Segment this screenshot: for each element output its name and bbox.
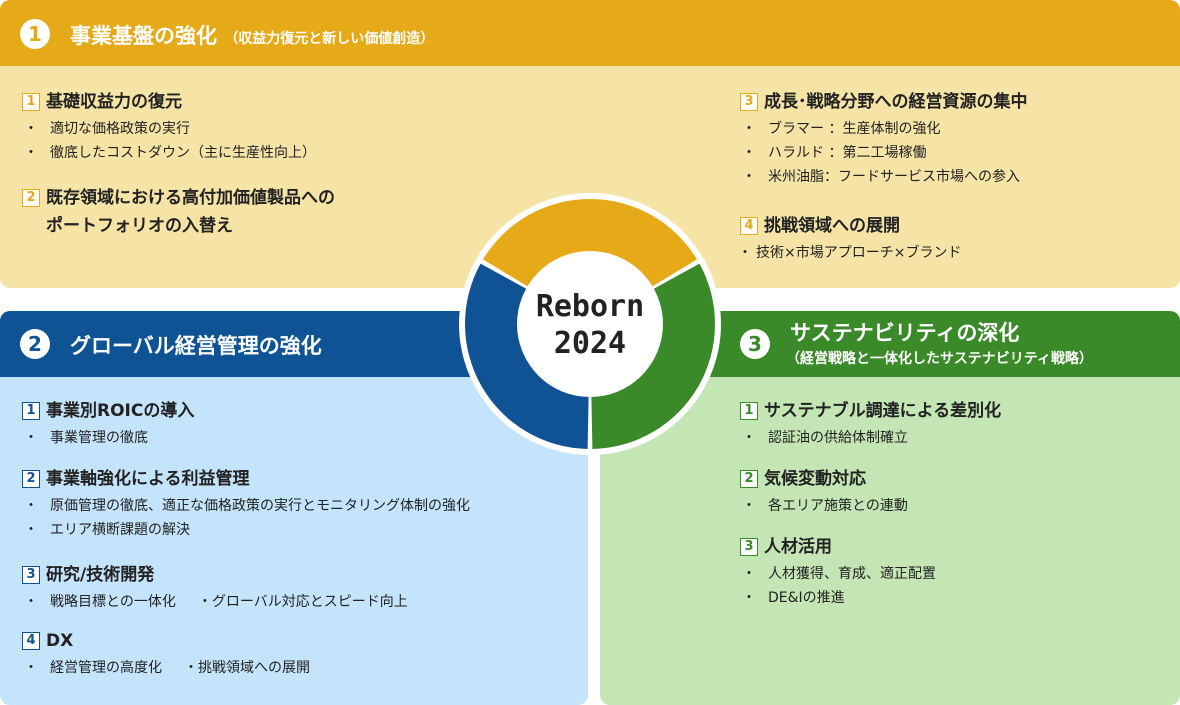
- item-title: 挑戦領域への展開: [764, 216, 900, 236]
- section2-item2: 2 事業軸強化による利益管理 原価管理の徹底、適正な価格政策の実行とモニタリング体…: [22, 467, 470, 552]
- section2-item3: 3 研究/技術開発 戦略目標との一体化 ・グローバル対応とスピード向上: [22, 563, 408, 624]
- bullet-text: 戦略目標との一体化: [50, 594, 176, 610]
- center-text-line1: Reborn: [536, 289, 644, 324]
- item-title: 人材活用: [764, 537, 832, 557]
- bullet-item: 技術×市場アプローチ×ブランド: [738, 241, 961, 265]
- section1-title-text: 事業基盤の強化: [70, 24, 217, 48]
- bullet-text: ・挑戦領域への展開: [184, 660, 310, 676]
- item-title: DX: [46, 631, 74, 651]
- bullet-item: 人材獲得、育成、適正配置: [740, 562, 936, 586]
- item-number-badge: 4: [740, 217, 758, 235]
- section3-number-badge: 3: [740, 329, 770, 359]
- section1-subtitle: （収益力復元と新しい価値創造）: [224, 31, 435, 47]
- item-title: 基礎収益力の復元: [46, 92, 182, 112]
- bullet-item: 各エリア施策との連動: [740, 494, 908, 518]
- section1-item4: 4 挑戦領域への展開 技術×市場アプローチ×ブランド: [738, 214, 961, 275]
- item-title: 既存領域における高付加価値製品への: [46, 188, 335, 208]
- bullet-item: 認証油の供給体制確立: [740, 426, 1001, 450]
- section3-title: サステナビリティの深化: [790, 321, 1020, 345]
- item-title: 事業軸強化による利益管理: [46, 469, 250, 489]
- reborn-ring-diagram: Reborn 2024: [459, 193, 721, 455]
- section1-number-badge: 1: [20, 19, 50, 49]
- bullet-item: ハラルド ：第二工場稼働: [740, 141, 1028, 165]
- item-title-line2: ポートフォリオの入替え: [46, 216, 233, 236]
- section2-title: グローバル経営管理の強化: [70, 334, 322, 358]
- bullet-item: 米州油脂：フードサービス市場への参入: [740, 165, 1028, 189]
- item-number-badge: 3: [22, 566, 40, 584]
- item-number-badge: 3: [740, 538, 758, 556]
- section3-item2: 2 気候変動対応 各エリア施策との連動: [740, 467, 908, 528]
- section2-item4: 4 DX 経営管理の高度化 ・挑戦領域への展開: [22, 629, 310, 690]
- bullet-item: 戦略目標との一体化 ・グローバル対応とスピード向上: [22, 590, 408, 614]
- item-number-badge: 1: [22, 93, 40, 111]
- bullet-item: ブラマー ：生産体制の強化: [740, 117, 1028, 141]
- item-number-badge: 1: [740, 402, 758, 420]
- item-number-badge: 2: [22, 189, 40, 207]
- bullet-item: エリア横断課題の解決: [22, 518, 470, 542]
- bullet-item: DE&Iの推進: [740, 586, 936, 610]
- section3-subtitle: （経営戦略と一体化したサステナビリティ戦略）: [786, 351, 1093, 367]
- item-number-badge: 2: [740, 470, 758, 488]
- bullet-item: 原価管理の徹底、適正な価格政策の実行とモニタリング体制の強化: [22, 494, 470, 518]
- section2-item1: 1 事業別ROICの導入 事業管理の徹底: [22, 399, 194, 460]
- item-title: 気候変動対応: [764, 469, 866, 489]
- item-number-badge: 3: [740, 93, 758, 111]
- section1-panel: 1 事業基盤の強化 （収益力復元と新しい価値創造） 1 基礎収益力の復元 適切な価…: [0, 0, 1180, 288]
- section2-number-badge: 2: [20, 329, 50, 359]
- section1-title: 事業基盤の強化 （収益力復元と新しい価値創造）: [70, 20, 434, 50]
- item-title: 研究/技術開発: [46, 565, 155, 585]
- bullet-item: 徹底したコストダウン（主に生産性向上）: [22, 141, 316, 165]
- section1-item2: 2 既存領域における高付加価値製品への ポートフォリオの入替え: [22, 186, 335, 238]
- bullet-item: 適切な価格政策の実行: [22, 117, 316, 141]
- item-number-badge: 1: [22, 402, 40, 420]
- center-text-line2: 2024: [554, 326, 626, 361]
- item-title: サステナブル調達による差別化: [764, 401, 1002, 421]
- bullet-text: 経営管理の高度化: [50, 660, 162, 676]
- item-title: 成長･戦略分野への経営資源の集中: [764, 92, 1028, 112]
- bullet-text: ・グローバル対応とスピード向上: [197, 594, 408, 610]
- ring-segment-top: [482, 198, 698, 289]
- ring-center-disc: [517, 251, 663, 397]
- section1-item1: 1 基礎収益力の復元 適切な価格政策の実行 徹底したコストダウン（主に生産性向上）: [22, 90, 316, 175]
- item-title: 事業別ROICの導入: [46, 401, 195, 421]
- item-number-badge: 2: [22, 470, 40, 488]
- item-number-badge: 4: [22, 632, 40, 650]
- section3-item1: 1 サステナブル調達による差別化 認証油の供給体制確立: [740, 399, 1001, 460]
- bullet-item: 経営管理の高度化 ・挑戦領域への展開: [22, 656, 310, 680]
- section3-item3: 3 人材活用 人材獲得、育成、適正配置 DE&Iの推進: [740, 535, 936, 620]
- section1-item3: 3 成長･戦略分野への経営資源の集中 ブラマー ：生産体制の強化 ハラルド ：第二…: [740, 90, 1028, 199]
- section1-header: 1 事業基盤の強化 （収益力復元と新しい価値創造）: [0, 0, 1180, 66]
- bullet-item: 事業管理の徹底: [22, 426, 194, 450]
